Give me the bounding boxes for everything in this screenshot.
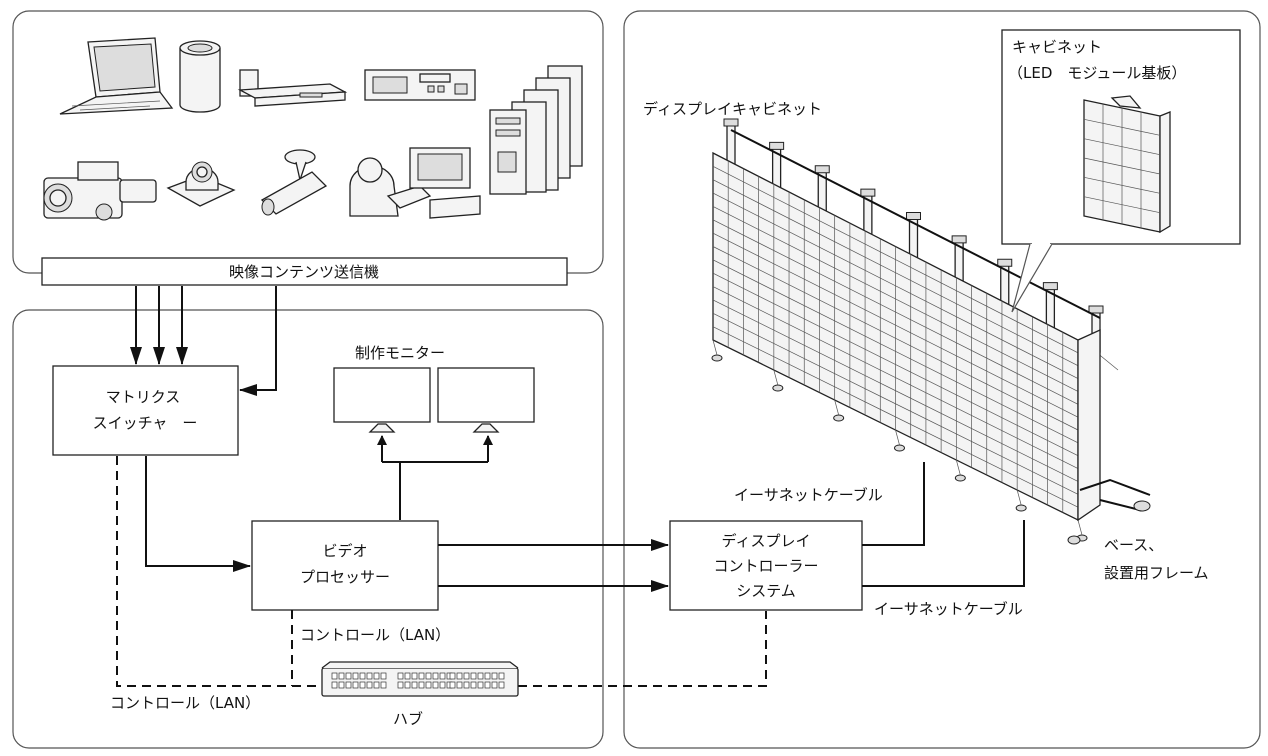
transmitter-bar bbox=[41, 257, 568, 286]
controller-label-1: ディスプレイ bbox=[722, 532, 811, 550]
cabinet-module-icon bbox=[1083, 95, 1171, 234]
box-camera-icon bbox=[260, 149, 328, 216]
display-controller-box bbox=[669, 520, 863, 611]
video-link-4 bbox=[239, 286, 277, 396]
monitor-feed-line bbox=[382, 461, 488, 520]
processor-label-1: ビデオ bbox=[322, 542, 367, 560]
video-processor-box bbox=[251, 520, 439, 611]
led-wall-icon bbox=[711, 118, 1151, 545]
display-cabinet-label: ディスプレイキャビネット bbox=[643, 100, 822, 118]
operator-icon bbox=[349, 147, 481, 219]
camcorder-icon bbox=[43, 161, 157, 221]
control-lan-label-2: コントロール（LAN） bbox=[110, 694, 260, 712]
cabinet-label-2: （LED モジュール基板） bbox=[1008, 64, 1186, 82]
ethernet-label-2: イーサネットケーブル bbox=[874, 600, 1023, 618]
server-rack-icon bbox=[489, 65, 583, 195]
controller-label-3: システム bbox=[736, 582, 796, 600]
control-lan-label-1: コントロール（LAN） bbox=[300, 626, 450, 644]
monitor-right-icon bbox=[437, 367, 535, 433]
player-icon bbox=[237, 69, 348, 107]
rack-recorder-icon bbox=[364, 69, 476, 101]
processor-label-2: プロセッサー bbox=[300, 568, 390, 586]
matrix-switcher-box bbox=[52, 365, 239, 456]
lan-matrix-line bbox=[116, 456, 322, 687]
ethernet-cable-upper bbox=[862, 462, 925, 546]
base-label-2: 設置用フレーム bbox=[1104, 564, 1209, 582]
base-label-1: ベース、 bbox=[1104, 536, 1163, 554]
monitor-label: 制作モニター bbox=[355, 344, 445, 362]
matrix-label-1: マトリクス bbox=[106, 388, 181, 406]
hub-label: ハブ bbox=[393, 710, 423, 728]
matrix-to-processor-link bbox=[145, 456, 251, 572]
cylinder-pc-icon bbox=[179, 40, 221, 113]
controller-label-2: コントローラー bbox=[713, 557, 818, 575]
cabinet-label-1: キャビネット bbox=[1012, 38, 1102, 56]
matrix-label-2: スイッチャ ー bbox=[93, 414, 198, 432]
lan-controller-line bbox=[518, 611, 767, 687]
ptz-camera-icon bbox=[166, 161, 236, 207]
ethernet-cable-lower bbox=[862, 520, 1025, 587]
monitor-left-icon bbox=[333, 367, 431, 433]
display-site-panel bbox=[623, 10, 1261, 749]
laptop-icon bbox=[59, 37, 174, 115]
ethernet-label-1: イーサネットケーブル bbox=[734, 486, 883, 504]
hub-icon bbox=[321, 661, 519, 697]
transmitter-label: 映像コンテンツ送信機 bbox=[229, 263, 379, 281]
cabinet-callout-pointer bbox=[1011, 243, 1053, 313]
control-room-panel bbox=[12, 309, 604, 749]
